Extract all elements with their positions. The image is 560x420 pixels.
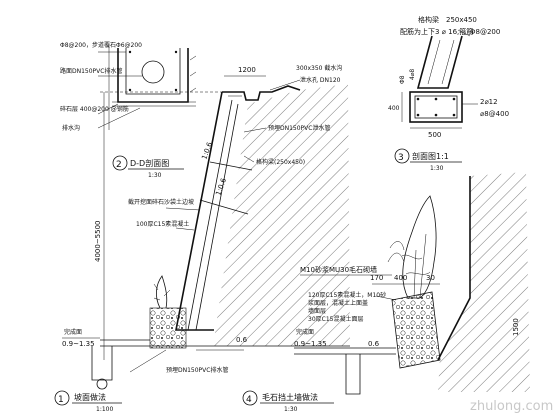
section-marker-d: [112, 155, 128, 171]
slope-beam-label: 格构梁(250x450): [256, 158, 305, 166]
svg-text:4: 4: [246, 395, 252, 405]
beam-label: 格构梁: [418, 15, 439, 24]
beam-dim-400: 400: [388, 105, 400, 112]
beam-left-bars: 4⌀8: [409, 69, 416, 80]
beam-right-bars-bot: ⌀8@400: [480, 110, 509, 118]
svg-text:Φ8: Φ8: [399, 75, 406, 84]
detail-beam-section: 格构梁 250x450 配筋为上下3 ⌀ 16,箍筋 Φ8@200 400 50…: [388, 15, 509, 172]
slope-grade-label: 完成面: [64, 328, 82, 336]
watermark: zhulong.com: [470, 399, 553, 414]
wall-title: 毛石挡土墙做法: [262, 392, 318, 402]
svg-text:1: 1: [58, 395, 64, 405]
detail-dd-section: Φ8@200，步道覆石Φ6@200 路面DN150PVC排水管 碎石层 400@…: [60, 41, 197, 179]
wall-dim-30: 30: [426, 274, 435, 282]
section-marker-4: [242, 390, 258, 406]
beam-rebar-note: 配筋为上下3 ⌀ 16,箍筋: [400, 27, 473, 36]
dd-gutter-note: 排水沟: [62, 124, 80, 132]
wall-layer-1: 120厚C15素混凝土，M10砂: [308, 291, 386, 299]
toe-gravel: [149, 307, 187, 349]
toe-shrub: [156, 275, 168, 309]
dd-rebar-note: Φ8@200，步道覆石Φ6@200: [60, 41, 142, 49]
wall-scale: 1:30: [284, 406, 298, 413]
beam-size: 250x450: [446, 16, 477, 24]
svg-text:2: 2: [116, 160, 122, 170]
dd-pipe-note: 路面DN150PVC排水管: [60, 67, 122, 75]
slope-height-dim: 4000~5500: [94, 221, 102, 263]
slope-drain-hole: 泄水孔 DN120: [300, 76, 341, 84]
section-marker-1: [54, 390, 70, 406]
wall-dim-400: 400: [394, 274, 407, 282]
dd-scale: 1:30: [148, 172, 162, 179]
slope-drain-bottom: 预埋DN150PVC排水管: [166, 366, 228, 374]
wall-dim-170: 170: [370, 274, 383, 282]
dd-gravel-note: 碎石层 400@200 @钢筋: [60, 105, 129, 113]
section-marker-3: [394, 148, 410, 164]
slope-drain-top: 300x350 截水沟: [296, 64, 342, 72]
beam-title: 剖面图1:1: [412, 151, 449, 161]
detail-slope-section: 1200 300x350 截水沟 泄水孔 DN120 预埋DN150PVC泄水管…: [54, 64, 350, 413]
slope-dim-1200: 1200: [238, 66, 256, 74]
wall-grade-value: 0.9~1.35: [294, 340, 327, 348]
wall-layer-2: 浆面层，混凝土上面盖: [308, 299, 368, 307]
wall-material: M10砂浆MU30毛石砌墙: [300, 265, 377, 274]
beam-stirrup: Φ8@200: [470, 28, 500, 36]
slope-dim-06: 0.6: [236, 336, 248, 344]
wall-layer-3: 墙面层: [308, 307, 326, 315]
slope-pipe-label: 预埋DN150PVC泄水管: [268, 124, 330, 132]
slope-wall-label: 100厚C15素混凝土: [136, 220, 189, 228]
wall-dim-06: 0.6: [368, 340, 380, 348]
drain-pipe-circle: [141, 60, 165, 84]
dd-title: D-D剖面图: [130, 158, 169, 168]
wall-grade-label: 完成面: [296, 328, 314, 336]
earth-hatch: [214, 84, 350, 346]
slope-ratio-a: 1:0.6: [200, 141, 214, 161]
beam-scale: 1:30: [430, 165, 444, 172]
slope-grass-label: 截开挖面碎石沙袋土边坡: [128, 198, 194, 206]
wall-dim-1500: 1500: [512, 318, 520, 336]
slope-grade-value: 0.9~1.35: [62, 340, 95, 348]
beam-dim-500: 500: [428, 131, 441, 139]
detail-wall-section: 170 400 30 M10砂浆MU30毛石砌墙 120厚C15素混凝土，M10…: [242, 172, 530, 413]
slope-title: 坡面做法: [74, 392, 106, 402]
svg-text:3: 3: [398, 153, 404, 163]
beam-right-bars-top: 2⌀12: [480, 98, 498, 106]
wall-layer-4: 30厚C15混凝土面层: [308, 315, 363, 323]
tree-outline: [402, 195, 437, 299]
wall-earth-hatch: [438, 172, 530, 392]
slope-scale: 1:100: [96, 406, 113, 413]
rubble-wall: [391, 291, 441, 369]
beam-cross-section: [409, 91, 463, 123]
